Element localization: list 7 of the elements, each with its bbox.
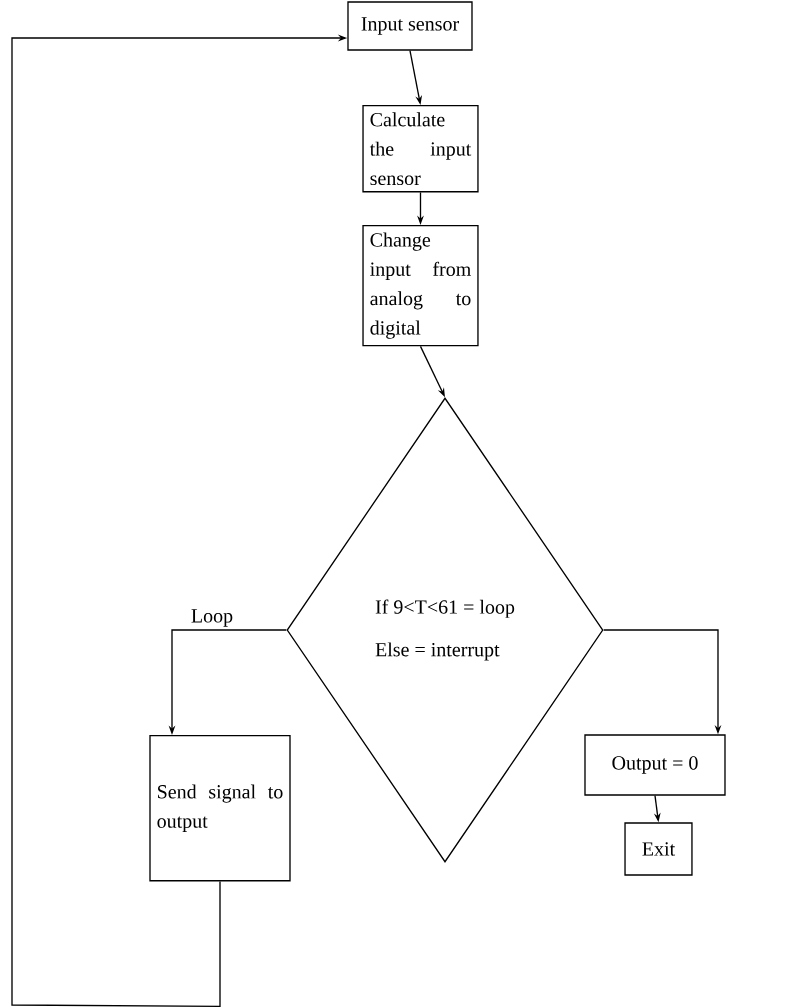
process-box: Input sensor [347,1,473,51]
edge-label: Loop [189,608,235,628]
process-box: Calculate the input sensor [362,105,479,193]
process-box: Output = 0 [584,734,726,796]
process-box: Exit [624,822,693,876]
process-box: Change input from analog to digital [362,225,479,347]
process-box: Send signal to output [149,735,291,882]
